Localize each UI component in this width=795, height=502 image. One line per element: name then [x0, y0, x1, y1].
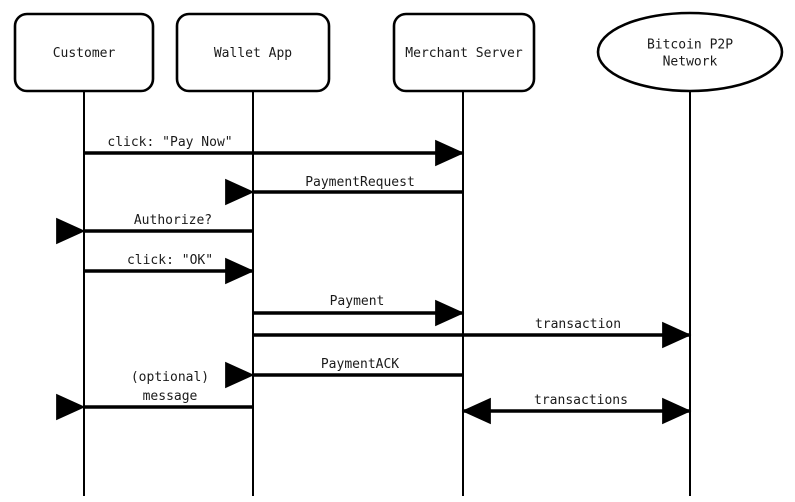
- message-label-m2: PaymentRequest: [305, 175, 415, 190]
- participant-label-wallet: Wallet App: [214, 46, 292, 61]
- message-m2[interactable]: PaymentRequest: [225, 175, 463, 206]
- message-label-m1: click: "Pay Now": [107, 135, 232, 150]
- participant-label2-network: Network: [663, 55, 718, 70]
- message-m4[interactable]: click: "OK": [84, 253, 255, 285]
- participant-label-merchant: Merchant Server: [405, 46, 523, 61]
- message-m9[interactable]: transactions: [461, 393, 692, 425]
- message-label-m9: transactions: [534, 393, 628, 408]
- message-label-m8-line2: message: [143, 389, 198, 404]
- message-label-m3: Authorize?: [134, 213, 212, 228]
- participant-customer[interactable]: Customer: [13, 12, 155, 93]
- message-label-m4: click: "OK": [127, 253, 213, 268]
- participant-shape-box-customer: [13, 12, 155, 93]
- participant-label-network: Bitcoin P2P: [647, 38, 733, 53]
- message-label-m6: transaction: [535, 317, 621, 332]
- participant-label-customer: Customer: [53, 46, 116, 61]
- message-m3[interactable]: Authorize?: [56, 213, 253, 245]
- message-label-m5: Payment: [330, 294, 385, 309]
- message-label-m7: PaymentACK: [321, 357, 399, 372]
- message-m1[interactable]: click: "Pay Now": [84, 135, 465, 167]
- participant-merchant[interactable]: Merchant Server: [392, 12, 536, 93]
- message-m5[interactable]: Payment: [253, 294, 465, 327]
- participant-wallet[interactable]: Wallet App: [175, 12, 331, 93]
- message-m7[interactable]: PaymentACK: [225, 357, 463, 389]
- messages-group: click: "Pay Now" PaymentRequestAuthorize?…: [56, 135, 692, 425]
- participant-network[interactable]: Bitcoin P2P Network: [596, 11, 784, 93]
- participant-shape-ellipse-network: [596, 11, 784, 93]
- participants-group: Customer Wallet App Merchant Server Bitcoin…: [13, 11, 784, 93]
- participant-shape-box-wallet: [175, 12, 331, 93]
- participant-shape-box-merchant: [392, 12, 536, 93]
- message-label-m8-line1: (optional): [131, 370, 209, 385]
- message-m8[interactable]: (optional) message: [56, 370, 253, 421]
- message-m6[interactable]: transaction: [253, 317, 692, 349]
